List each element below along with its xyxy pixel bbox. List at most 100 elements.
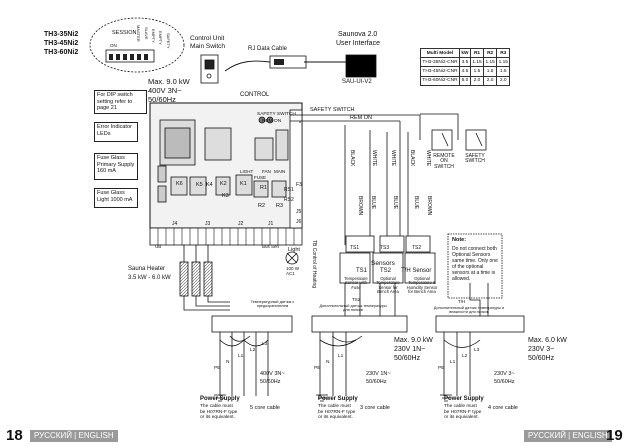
light-label: Light	[288, 247, 300, 253]
ts2-label: TS2	[380, 268, 392, 274]
terminal-l3-3: L3	[474, 348, 480, 353]
supply-3-cable: 4 core cable	[488, 405, 518, 411]
terminal-pe-1: PE	[214, 366, 221, 371]
max-rating-1-line3: 50/60Hz	[148, 95, 176, 104]
page-number-right: 19	[606, 427, 623, 444]
supply-1-freq: 50/60Hz	[260, 379, 281, 385]
model-name-1: TH3-35Ni2	[44, 31, 79, 38]
k5-label: K5	[196, 182, 203, 188]
control-label: CONTROL	[240, 92, 270, 98]
wire-brown-2: BROWN	[426, 196, 432, 216]
dip-label-safety: SAFETY	[166, 33, 171, 49]
control-unit-subtitle: Main Switch	[190, 43, 226, 50]
terminal-n-2: N	[326, 360, 330, 365]
wire-blue-2: BLUE	[392, 196, 398, 210]
ts2-description: Optional Temperature Sensor for Bench Ar…	[376, 276, 400, 295]
saunova-title: Saunova 2.0	[338, 31, 378, 38]
th-description: Optional Temperature & Humidity Sensor f…	[406, 276, 438, 295]
supply-1-cable: 5 core cable	[250, 405, 280, 411]
th-group-tag: T/H	[458, 299, 466, 304]
tb-control-label: TB Control of Heating	[311, 240, 317, 289]
max-rating-1-line2: 400V 3N~	[148, 86, 182, 95]
f3-label: F3	[296, 182, 302, 188]
k6-label: K6	[176, 181, 183, 187]
wire-white-3: WHITE	[425, 150, 431, 167]
terminal-l2-3: L2	[462, 354, 468, 359]
rem-on-line-label: REM ON	[350, 115, 372, 121]
k4-label: K4	[206, 182, 213, 188]
j4-label: J4	[172, 221, 178, 227]
note-title: Note:	[452, 237, 467, 243]
k2-label: K2	[220, 181, 227, 187]
ts1-connector-label: TS1	[350, 245, 360, 251]
rj-cable-label: RJ Data Cable	[248, 46, 288, 52]
supply-3-title: Power Supply	[444, 396, 484, 402]
dip-label-master: MASTER	[136, 25, 141, 42]
control-unit-title: Control Unit	[190, 35, 225, 42]
r1-label: R1	[260, 185, 268, 191]
heater-range-label: 3.5 kW - 6.0 kW	[128, 275, 171, 281]
model-name-2: TH3-45Ni2	[44, 40, 79, 47]
page-number-left: 18	[6, 427, 23, 444]
callout-fuse-primary: Fuse Glass Primary Supply 160 mA	[94, 153, 138, 180]
terminal-l3-1: L3	[262, 342, 268, 347]
j2-label: J2	[238, 221, 244, 227]
remote-on-switch-label: REMOTE ON SWITCH	[433, 153, 455, 170]
wire-white-2: WHITE	[390, 150, 396, 167]
ub-label: UB	[155, 244, 162, 249]
safety-switch-symbol	[465, 129, 487, 151]
th-sensor-label: T/H Sensor	[401, 268, 432, 274]
main-switch-rocker	[204, 59, 215, 70]
max-rating-3-line3: 50/60Hz	[528, 355, 555, 362]
sauna-heater-label: Sauna Heater	[128, 266, 166, 272]
wire-white-1: WHITE	[371, 150, 377, 167]
dip-on-label: ON	[110, 43, 117, 48]
ts1-label: TS1	[356, 268, 368, 274]
user-interface-device	[345, 54, 377, 78]
rs2-label: RS2	[284, 197, 294, 203]
j6-label: J6	[296, 219, 302, 225]
rs1-label: RS1	[284, 187, 294, 193]
wire-black-1: BLACK	[349, 150, 355, 167]
supply-1-text: The cable must be H07RN-F type or its eq…	[200, 404, 238, 420]
dip-label-empty-2: EMPTY	[158, 31, 163, 45]
max-rating-3-line1: Max. 6.0 kW	[528, 337, 567, 344]
max-rating-1-line1: Max. 9.0 kW	[148, 77, 190, 86]
wire-brown-1: BROWN	[357, 196, 363, 216]
dip-label-slave: SLAVE	[144, 27, 149, 40]
supply-2-title: Power Supply	[318, 396, 358, 402]
supply-2-cable: 3 core cable	[360, 405, 390, 411]
board-main-label: MAIN	[274, 169, 286, 174]
ts2-group-tag: TS2	[352, 297, 361, 302]
ts1-description: Temperature Sensor with Fuse	[344, 276, 368, 290]
terminal-pe-3: PE	[438, 366, 445, 371]
ts3-connector-label: TS3	[380, 245, 390, 251]
note-text: Do not connect both Optional Sensors sam…	[452, 246, 498, 282]
max-rating-3-line2: 230V 3~	[528, 346, 555, 353]
safety-switch-line-label: SAFETY SWITCH	[310, 107, 355, 113]
j3-label: J3	[205, 221, 211, 227]
wire-blue-1: BLUE	[370, 196, 376, 210]
model-name-3: TH3-60Ni2	[44, 49, 79, 56]
th-group-ru: Дополнительный датчик температуры и влаж…	[433, 306, 505, 314]
ts1-group-ru: Температурный датчик с предохранителем	[250, 300, 295, 308]
terminal-pe-2: PE	[314, 366, 321, 371]
dip-switch-callout-outline	[89, 17, 185, 73]
footer-language-right: РУССКИЙ | ENGLISH	[524, 430, 612, 442]
ts2-connector-label: TS2	[412, 245, 422, 251]
terminal-n-1: N	[226, 360, 230, 365]
supply-2-freq: 50/60Hz	[366, 379, 387, 385]
callout-dip-setting: For DIP switch setting refer to page 21	[94, 90, 147, 114]
light-spec-label: 100 W AC1	[286, 266, 300, 276]
board-light-label: LIGHT	[240, 169, 254, 174]
board-fuse-label: FUSE	[254, 175, 267, 180]
bus-sen-label: Bus Sen	[262, 244, 280, 249]
supply-3-freq: 50/60Hz	[494, 379, 515, 385]
supply-3-voltage: 230V 3~	[494, 371, 515, 377]
dip-label-empty: EMPTY	[151, 29, 156, 43]
r3-label: R3	[276, 203, 284, 209]
callout-error-leds: Error Indicator LEDs	[94, 122, 138, 142]
terminal-l1-2: L1	[338, 354, 344, 359]
